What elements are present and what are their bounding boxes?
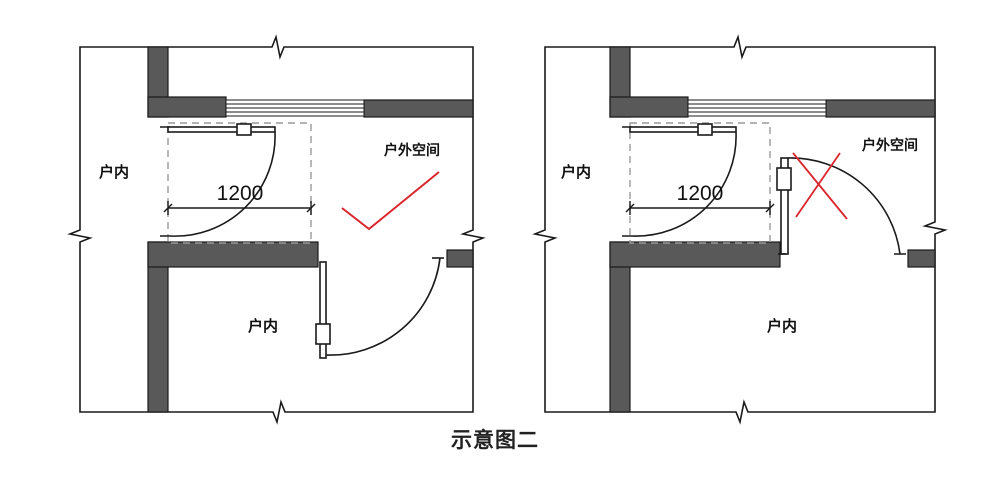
plan-left-boundary xyxy=(67,34,486,425)
plan-right-outdoor-label: 户外空间 xyxy=(862,137,918,154)
plan-left-window xyxy=(225,99,365,117)
plan-right-dimension-label: 1200 xyxy=(677,182,724,205)
figure-caption: 示意图二 xyxy=(451,428,539,452)
plan-left-door-inner xyxy=(160,123,276,237)
plan-left-check-mark-icon xyxy=(341,171,440,231)
plan-left-interior-top-label: 户内 xyxy=(99,163,129,181)
plan-right-cross-mark-icon xyxy=(792,152,848,220)
plan-right-door-entrance xyxy=(776,157,906,255)
plan-right-dimension xyxy=(625,201,775,215)
plan-right-door-inner xyxy=(622,123,737,237)
plan-right: 1200 户内 户内 户外空间 xyxy=(532,34,948,425)
plan-left-dimension xyxy=(163,201,316,215)
plan-right-interior-bottom-label: 户内 xyxy=(767,317,797,335)
plan-right-window xyxy=(687,99,827,117)
plan-left-interior-bottom-label: 户内 xyxy=(248,317,278,335)
plan-left-walls xyxy=(147,46,474,413)
plan-right-walls xyxy=(609,46,936,413)
plan-left-dimension-label: 1200 xyxy=(217,182,264,205)
plan-left: 1200 户内 户内 户外空间 xyxy=(67,34,486,425)
plan-left-door-entrance xyxy=(315,257,444,359)
plan-right-landing-area xyxy=(629,122,771,244)
plan-right-boundary xyxy=(532,34,948,425)
plan-left-outdoor-label: 户外空间 xyxy=(384,142,440,159)
plan-right-interior-top-label: 户内 xyxy=(561,163,591,181)
